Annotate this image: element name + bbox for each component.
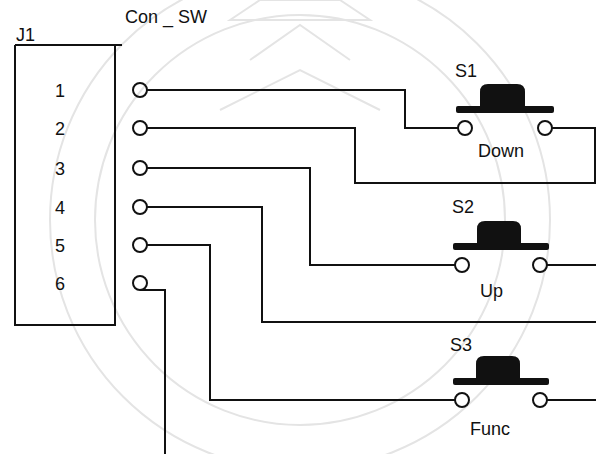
part-name: S2 [452,198,474,216]
pin-number: 6 [55,275,65,293]
part-name: Con _ SW [125,8,207,26]
pin-number: 5 [55,237,65,255]
part-name: J1 [16,26,35,44]
pin-number: 1 [55,82,65,100]
watermark-seal [50,0,550,454]
connector-top [15,44,122,46]
part-name: S1 [455,62,477,80]
wires [140,90,596,454]
switch-label: Func [470,420,510,438]
connector-body [15,45,115,325]
switch-terminals [455,121,552,407]
pin-number: 2 [55,120,65,138]
pin-number: 3 [55,160,65,178]
switch-label: Up [480,282,503,300]
pin-number: 4 [55,199,65,217]
part-name: S3 [450,336,472,354]
switch-label: Down [478,142,524,160]
pin-terminals [133,83,147,290]
